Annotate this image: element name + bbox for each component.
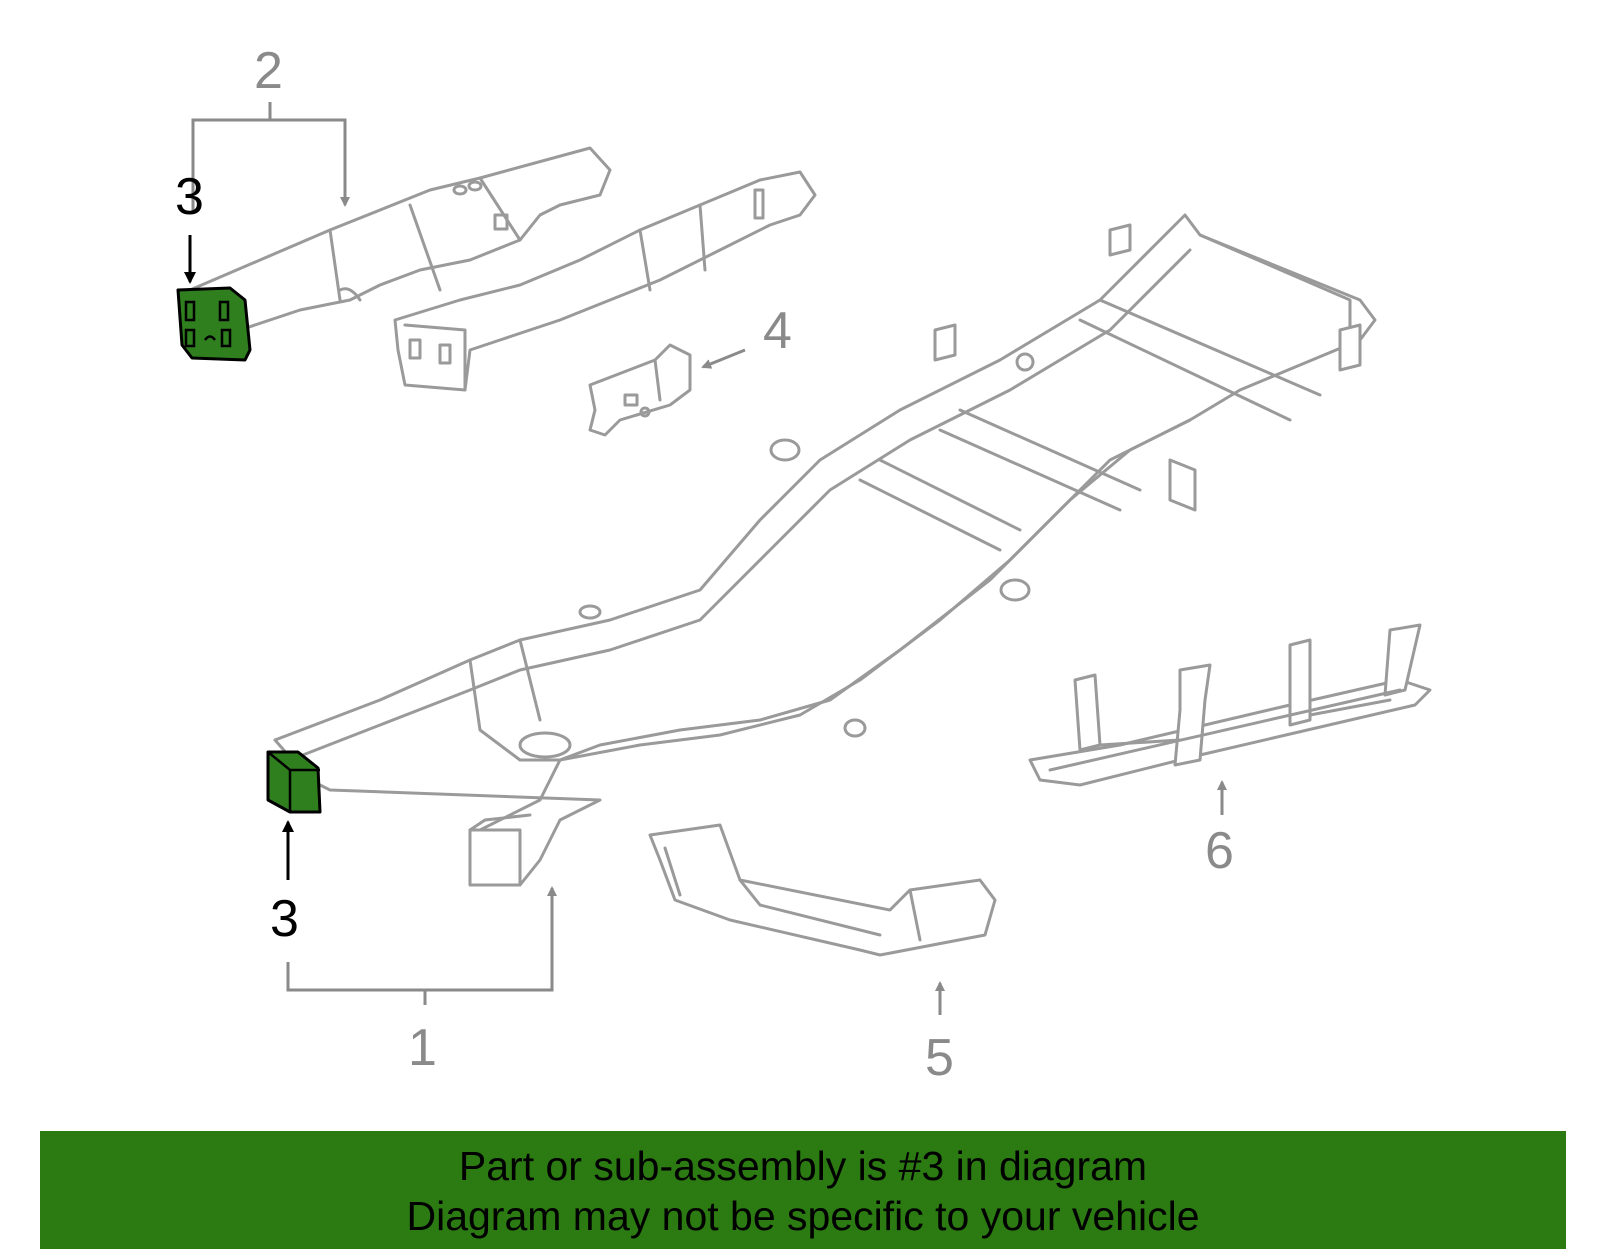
callout-3-top: 3 [175,168,204,226]
info-banner: Part or sub-assembly is #3 in diagram Di… [40,1131,1566,1249]
callout-3-bottom: 3 [270,890,299,948]
callout-5: 5 [925,1029,954,1087]
highlighted-part-3-bottom [266,750,322,814]
skid-plate-part-6 [1028,623,1432,787]
front-frame-section [188,146,817,392]
highlighted-part-3-top [176,286,252,362]
banner-line-2: Diagram may not be specific to your vehi… [406,1193,1200,1239]
bracket-part-4 [588,343,692,437]
callout-4: 4 [763,302,792,360]
callout-1: 1 [408,1019,437,1077]
crossmember-part-5 [648,823,997,957]
callout-6: 6 [1205,822,1234,880]
leader-lines [184,102,1227,1015]
main-frame [273,213,1377,887]
callout-2: 2 [254,42,283,100]
parts-diagram: 1 2 3 3 4 5 6 [175,42,1432,1087]
banner-line-1: Part or sub-assembly is #3 in diagram [458,1143,1148,1189]
